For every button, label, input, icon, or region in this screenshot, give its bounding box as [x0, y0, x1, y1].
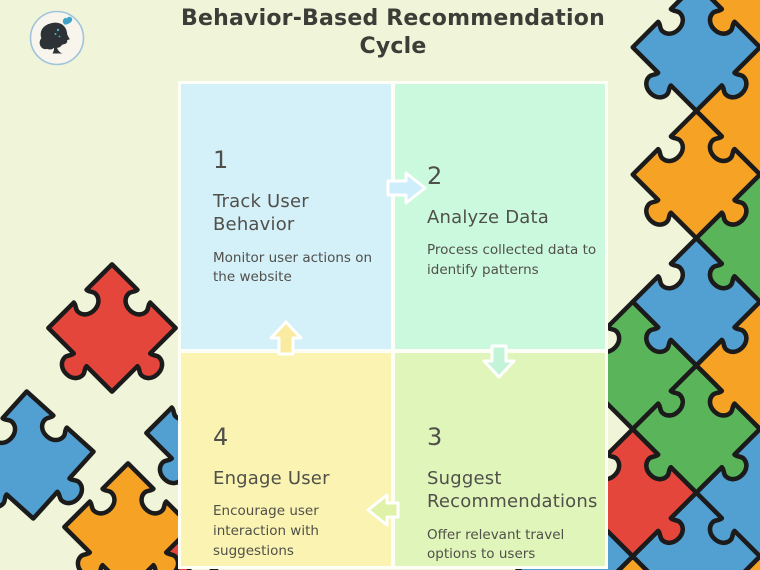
step-description: Encourage user interaction with suggesti… — [213, 503, 319, 559]
step-card-1: 1 Track User Behavior Monitor user actio… — [181, 84, 391, 349]
step-description: Process collected data to identify patte… — [427, 242, 597, 278]
step-number: 3 — [427, 423, 443, 451]
step-number: 2 — [427, 162, 443, 190]
step-heading: Suggest Recommendations — [427, 468, 598, 513]
step-number: 1 — [213, 146, 229, 174]
step-heading: Engage User — [213, 468, 330, 489]
step-heading: Analyze Data — [427, 207, 550, 228]
woman-butterfly-logo-icon — [29, 10, 85, 66]
page-title: Behavior-Based Recommendation Cycle — [181, 6, 605, 60]
step-number: 4 — [213, 423, 229, 451]
step-description: Monitor user actions on the website — [213, 249, 373, 286]
step-card-2: 2 Analyze Data Process collected data to… — [395, 84, 605, 349]
cycle-panel: 1 Track User Behavior Monitor user actio… — [178, 81, 608, 569]
step-card-3: 3 Suggest Recommendations Offer relevant… — [395, 353, 605, 566]
brand-logo — [29, 10, 85, 66]
step-description: Offer relevant travel options to users — [427, 526, 565, 563]
step-heading: Track User Behavior — [213, 191, 309, 236]
step-card-4: 4 Engage User Encourage user interaction… — [181, 353, 391, 566]
